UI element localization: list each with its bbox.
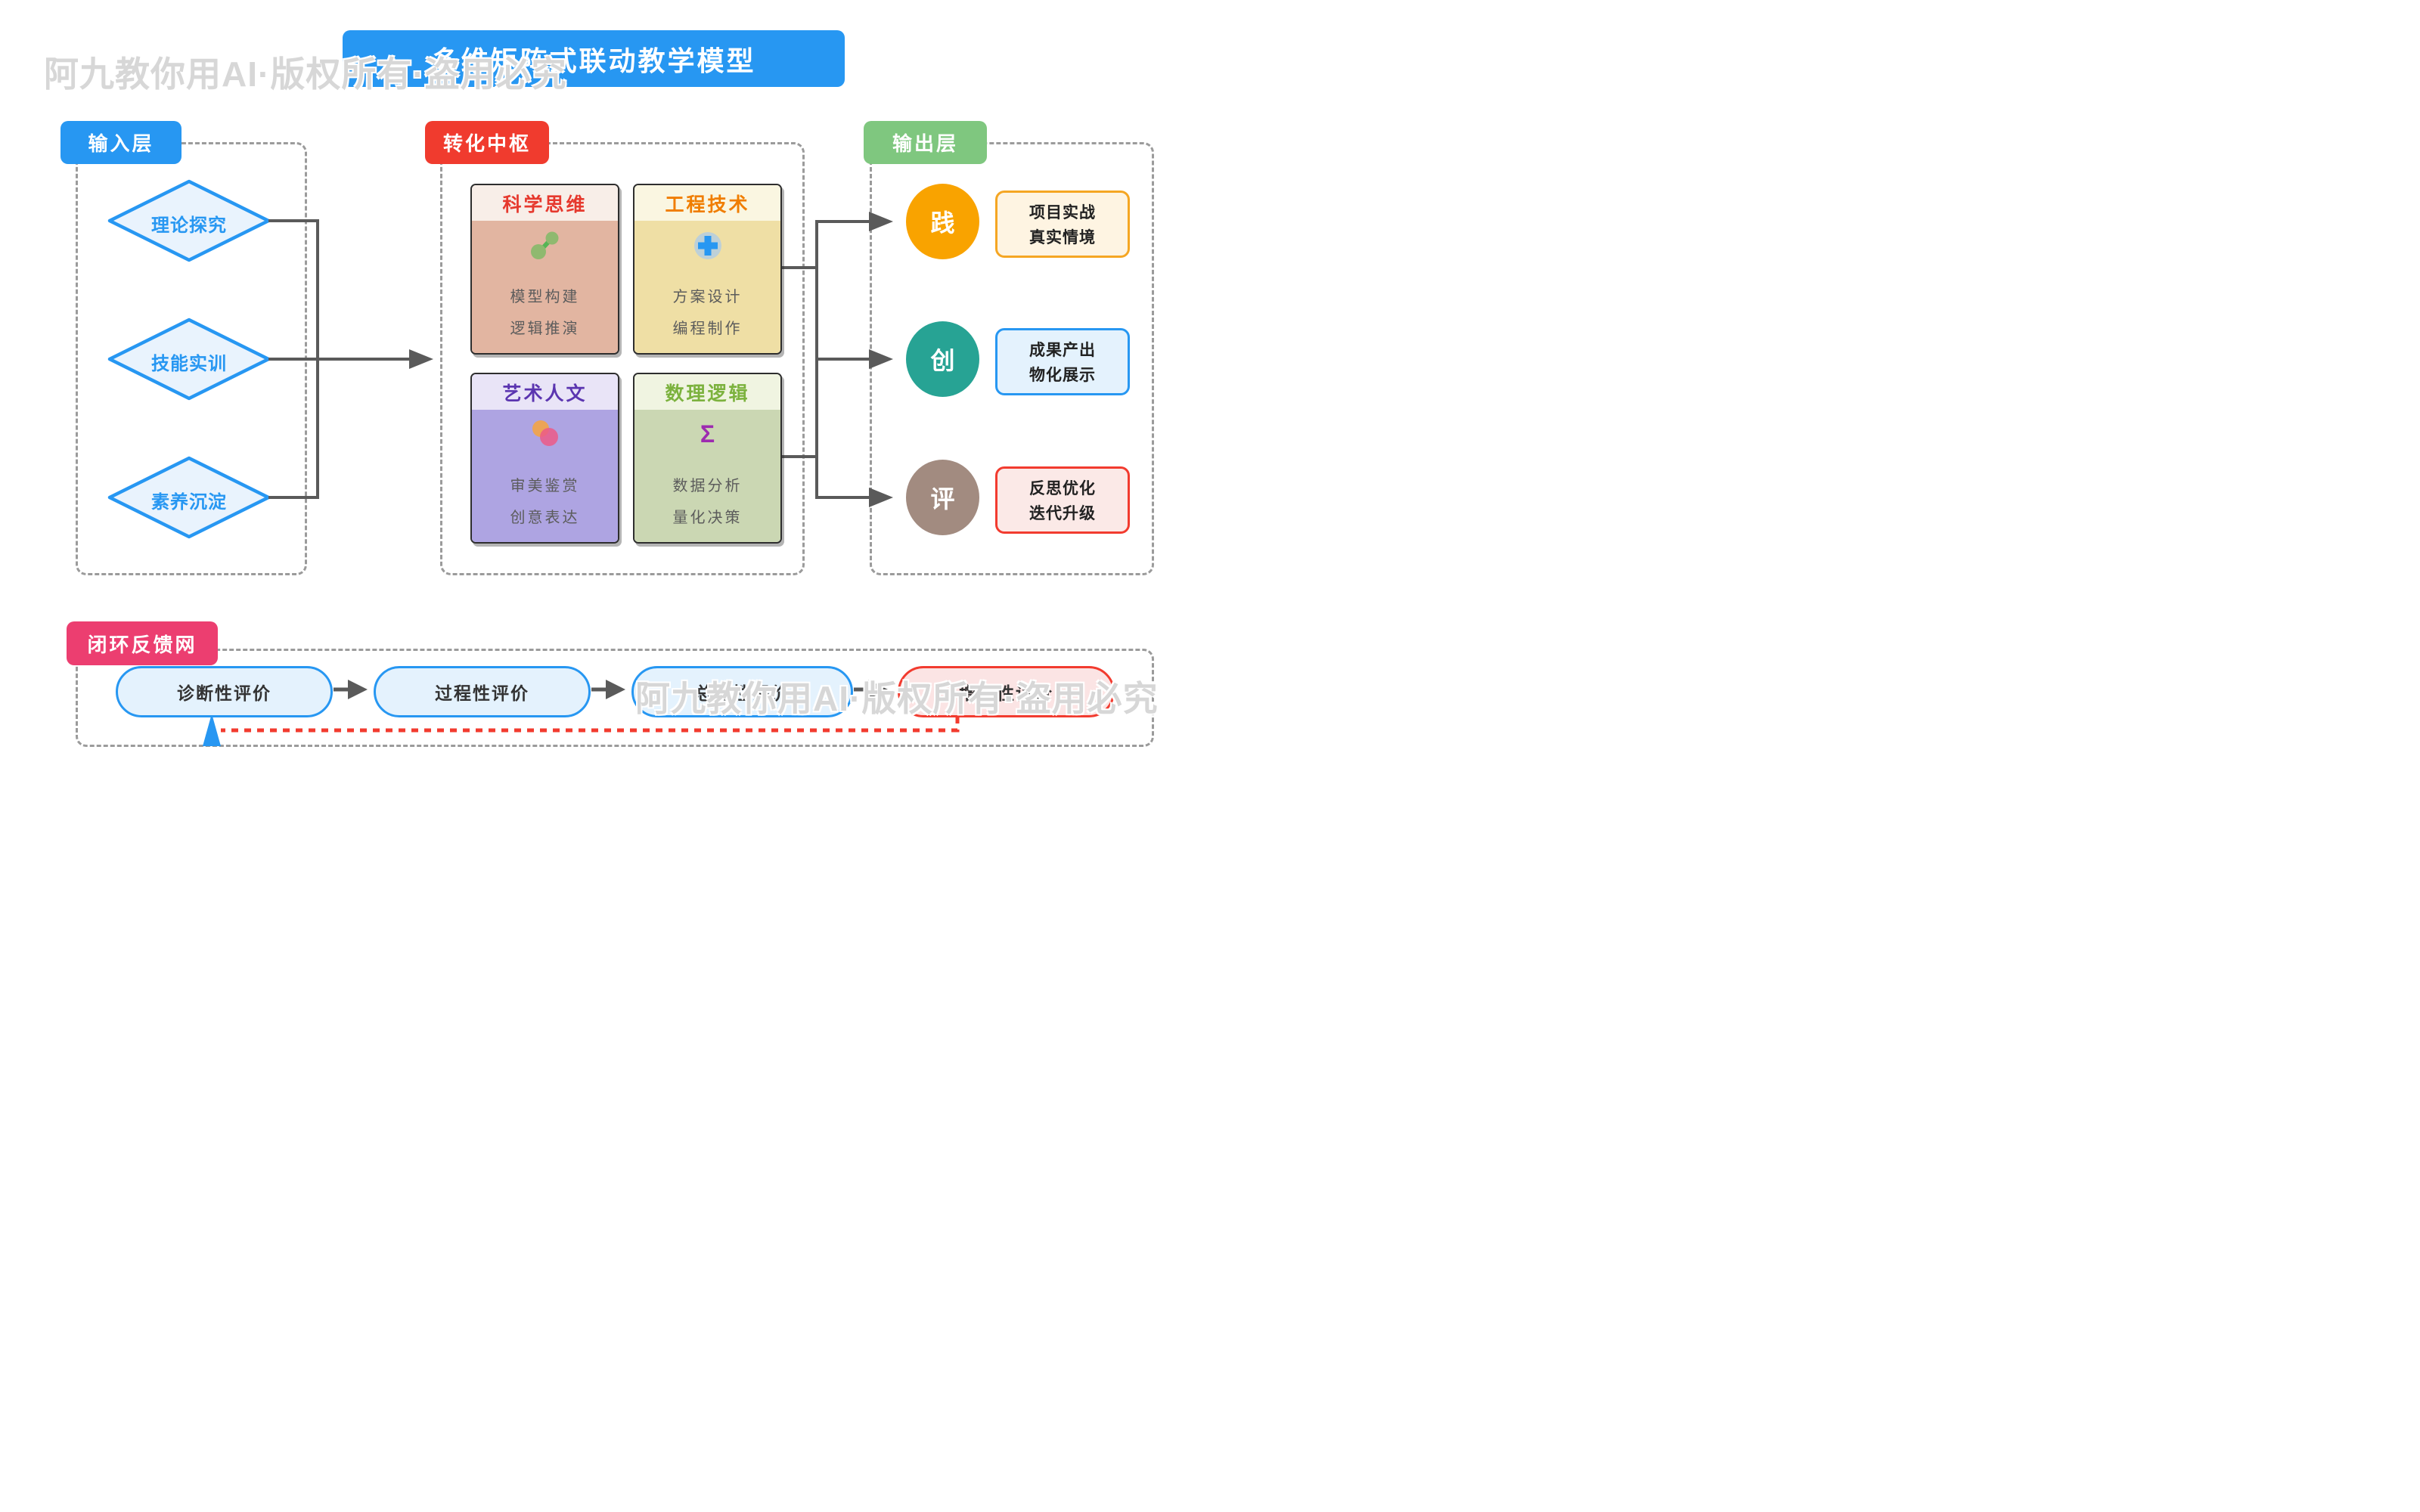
- feedback-tag-label: 闭环反馈网: [87, 633, 197, 656]
- title-banner: 多维矩阵式联动教学模型: [343, 30, 845, 87]
- result-evaluate-line-1: 反思优化: [1029, 480, 1096, 497]
- step-process: 过程性评价: [374, 666, 591, 717]
- badge-evaluate: 评: [906, 460, 979, 535]
- result-create-line-1: 成果产出: [1029, 342, 1096, 359]
- diagram-canvas: 多维矩阵式联动教学模型 输入层 转化中枢 输出层 闭环反馈网 理论探究 技能实训…: [0, 0, 1210, 756]
- page-title: 多维矩阵式联动教学模型: [431, 45, 756, 76]
- card-engineering-line-2: 编程制作: [672, 321, 743, 337]
- card-arts-line-1: 审美鉴赏: [510, 478, 580, 494]
- result-practice-line-1: 项目实战: [1029, 204, 1096, 222]
- hub-tag-label: 转化中枢: [442, 132, 531, 155]
- card-science: 科学思维 模型构建 逻辑推演: [470, 184, 619, 355]
- step-summative: 总结性评价: [631, 666, 853, 717]
- badge-create: 创: [906, 321, 979, 397]
- overlapping-circles-icon: [472, 417, 618, 452]
- diamond-skill-label: 技能实训: [151, 354, 227, 374]
- plus-icon: [634, 228, 780, 263]
- sigma-glyph: Σ: [700, 420, 715, 448]
- card-math-title: 数理逻辑: [634, 374, 780, 410]
- badge-create-label: 创: [930, 347, 955, 374]
- feedback-tag: 闭环反馈网: [67, 621, 218, 665]
- result-practice-box: 项目实战 真实情境: [995, 191, 1130, 258]
- sigma-icon: Σ: [634, 422, 780, 446]
- hub-tag: 转化中枢: [425, 121, 549, 164]
- card-math: 数理逻辑 Σ 数据分析 量化决策: [633, 373, 782, 544]
- result-evaluate-line-2: 迭代升级: [1029, 505, 1096, 522]
- result-create-box: 成果产出 物化展示: [995, 328, 1130, 395]
- step-diagnostic: 诊断性评价: [116, 666, 333, 717]
- input-layer-tag-label: 输入层: [88, 132, 154, 155]
- result-create-line-2: 物化展示: [1029, 367, 1096, 384]
- card-science-title: 科学思维: [472, 185, 618, 221]
- card-science-line-2: 逻辑推演: [510, 321, 580, 337]
- card-arts-title: 艺术人文: [472, 374, 618, 410]
- badge-practice: 践: [906, 184, 979, 259]
- watermark-top: 阿九教你用AI·版权所有·盗用必究: [44, 54, 567, 94]
- card-math-line-1: 数据分析: [672, 478, 743, 494]
- watermark-bottom: 阿九教你用AI·版权所有·盗用必究: [635, 679, 1159, 718]
- step-value-added: 增值性评价: [898, 666, 1115, 717]
- badge-practice-label: 践: [930, 209, 955, 237]
- output-layer-tag-label: 输出层: [892, 132, 958, 155]
- badge-evaluate-label: 评: [930, 485, 955, 513]
- card-science-line-1: 模型构建: [510, 289, 580, 305]
- link-nodes-icon: [472, 228, 618, 263]
- hub-group-box: [440, 142, 805, 575]
- card-arts: 艺术人文 审美鉴赏 创意表达: [470, 373, 619, 544]
- result-practice-line-2: 真实情境: [1029, 229, 1096, 246]
- result-evaluate-box: 反思优化 迭代升级: [995, 466, 1130, 534]
- card-arts-line-2: 创意表达: [510, 510, 580, 526]
- input-layer-tag: 输入层: [60, 121, 182, 164]
- output-layer-tag: 输出层: [864, 121, 987, 164]
- diamond-literacy-label: 素养沉淀: [151, 492, 227, 513]
- card-math-line-2: 量化决策: [672, 510, 743, 526]
- feedback-group-box: [76, 649, 1154, 747]
- card-engineering-line-1: 方案设计: [672, 289, 743, 305]
- card-engineering-title: 工程技术: [634, 185, 780, 221]
- diamond-theory-label: 理论探究: [151, 215, 227, 236]
- card-engineering: 工程技术 方案设计 编程制作: [633, 184, 782, 355]
